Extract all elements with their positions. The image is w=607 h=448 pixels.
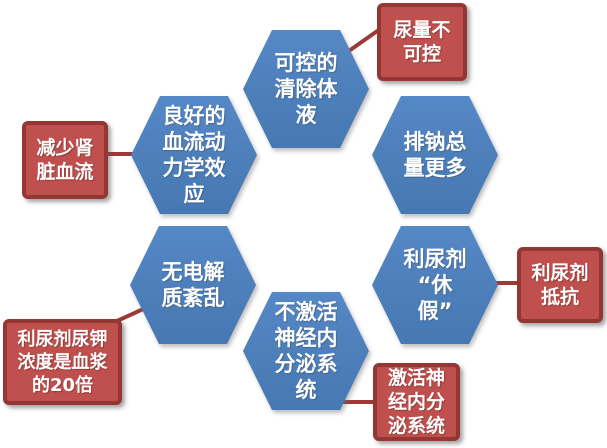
hexagon-label: 利尿剂 “休 假” — [403, 247, 467, 323]
callout-diuretic-resistance: 利尿剂 抵抗 — [517, 247, 603, 323]
connector-urine-volume — [344, 25, 385, 55]
hexagon-fluid-removal: 可控的 清除体 液 — [243, 30, 369, 148]
hexagon-shape: 不激活 神经内 分泌系 统 — [243, 292, 369, 410]
callout-label: 利尿剂 抵抗 — [531, 262, 589, 308]
hexagon-label: 不激活 神经内 分泌系 统 — [274, 300, 338, 402]
hexagon-shape: 可控的 清除体 液 — [243, 30, 369, 148]
hexagon-shape: 无电解 质紊乱 — [130, 226, 256, 344]
hexagon-label: 排钠总 量更多 — [403, 130, 467, 180]
callout-label: 减少肾 脏血流 — [36, 137, 94, 183]
hexagon-no-neuroendocrine-activation: 不激活 神经内 分泌系 统 — [243, 292, 369, 410]
hexagon-hemodynamic-effect: 良好的 血流动 力学效 应 — [131, 96, 257, 214]
hexagon-shape: 利尿剂 “休 假” — [372, 226, 498, 344]
hexagon-no-electrolyte-disorder: 无电解 质紊乱 — [130, 226, 256, 344]
callout-neuroendocrine-activation: 激活神 经内分 泌系统 — [373, 363, 460, 441]
hexagon-shape: 良好的 血流动 力学效 应 — [131, 96, 257, 214]
hexagon-sodium-excretion: 排钠总 量更多 — [372, 96, 498, 214]
hexagon-label: 可控的 清除体 液 — [274, 51, 338, 127]
hexagon-diuretic-holiday: 利尿剂 “休 假” — [372, 226, 498, 344]
callout-label: 尿量不 可控 — [393, 19, 451, 65]
hexagon-shape: 排钠总 量更多 — [372, 96, 498, 214]
callout-reduced-renal-blood-flow: 减少肾 脏血流 — [22, 121, 108, 199]
hexagon-label: 无电解 质紊乱 — [161, 260, 225, 310]
callout-label: 激活神 经内分 泌系统 — [387, 367, 445, 437]
callout-label: 利尿剂尿钾 浓度是血浆 的20倍 — [17, 328, 108, 396]
hexagon-label: 良好的 血流动 力学效 应 — [162, 104, 226, 206]
callout-uncontrollable-urine-volume: 尿量不 可控 — [377, 3, 467, 81]
callout-urine-potassium-20x: 利尿剂尿钾 浓度是血浆 的20倍 — [3, 319, 122, 405]
